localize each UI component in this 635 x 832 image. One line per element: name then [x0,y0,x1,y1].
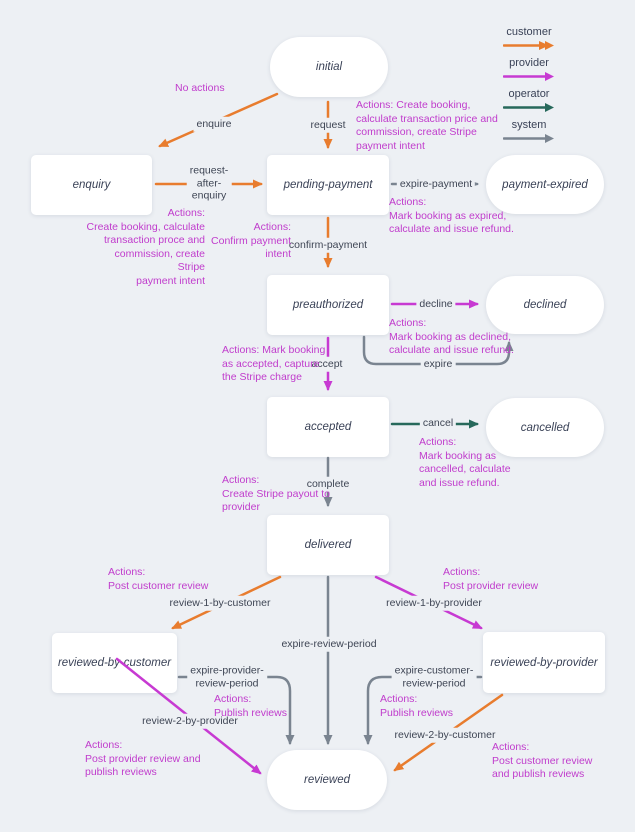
legend-item-provider: provider [503,57,555,82]
actions-review-2-by-provider: Actions: Post provider review and publis… [85,739,201,778]
arrow-expire-provider-review-period [177,675,295,745]
legend-item-system: system [503,119,555,144]
node-label: initial [315,61,343,73]
transition-accept: accept [308,356,346,372]
node-enquiry: enquiry [31,155,152,215]
actions-decline: Actions: Mark booking as declined, calcu… [389,317,514,356]
transition-cancel: cancel [419,415,457,431]
transition-complete: complete [303,476,353,492]
actions-no-actions: No actions [175,82,225,94]
operator-arrow-icon [503,103,554,112]
node-accepted: accepted [267,397,389,457]
actions-complete: Actions: Create Stripe payout to provide… [222,474,330,513]
node-label: payment-expired [502,178,588,191]
legend-label: customer [506,26,552,38]
transition-expire-review-period: expire-review-period [278,636,380,652]
node-pending-payment: pending-payment [267,155,389,215]
customer-arrow-icon [503,41,554,50]
transition-confirm-payment: confirm-payment [285,237,371,253]
transition-expire-provider-review-period: expire-provider- review-period [187,663,267,691]
transition-request-after-enquiry: request- after- enquiry [186,163,232,203]
node-label: preauthorized [292,299,364,311]
transition-request: request [307,117,349,133]
node-cancelled: cancelled [486,398,604,457]
legend-label: provider [509,57,549,69]
legend-label: system [511,119,547,131]
provider-arrow-icon [503,72,554,81]
transition-expire: expire [420,356,456,372]
actions-review-2-by-customer: Actions: Post customer review and publis… [492,741,593,780]
node-declined: declined [486,276,604,334]
legend-label: operator [508,88,550,100]
actions-cancel: Actions: Mark booking as cancelled, calc… [419,436,511,489]
transition-expire-payment: expire-payment [396,176,476,192]
actions-review-1-by-provider: Actions: Post provider review [443,566,539,592]
node-initial: initial [270,37,388,97]
actions-review-1-by-customer: Actions: Post customer review [108,566,209,592]
node-label: declined [523,299,567,311]
legend-item-operator: operator [503,88,555,113]
node-reviewed-by-provider: reviewed-by-provider [483,632,605,693]
transition-review-2-by-customer: review-2-by-customer [391,727,499,743]
node-payment-expired: payment-expired [486,155,604,214]
transition-review-1-by-customer: review-1-by-customer [166,595,274,611]
node-delivered: delivered [267,515,389,575]
node-reviewed: reviewed [267,750,387,810]
actions-confirm-payment: Actions: Confirm payment intent [211,221,291,260]
node-label: reviewed-by-customer [57,657,172,669]
system-arrow-icon [503,134,554,143]
actions-expire-provider-review-period: Actions: Publish reviews [214,693,287,719]
node-label: pending-payment [283,179,373,191]
arrow-expire-customer-review-period [363,675,483,745]
node-label: cancelled [520,421,570,434]
transition-enquire: enquire [193,116,235,132]
node-label: reviewed-by-provider [490,656,598,669]
transition-expire-customer-review-period: expire-customer- review-period [391,663,477,691]
legend-item-customer: customer [503,26,555,51]
actions-expire-customer-review-period: Actions: Publish reviews [380,693,453,719]
actions-expire-payment: Actions: Mark booking as expired, calcul… [389,196,514,235]
node-reviewed-by-customer: reviewed-by-customer [52,633,177,693]
node-label: enquiry [72,179,111,191]
legend: customer provider operator system [494,26,564,150]
node-label: delivered [304,539,352,551]
actions-request-after-enquiry: Actions: Create booking, calculate trans… [86,207,206,287]
actions-request: Actions: Create booking, calculate trans… [356,99,498,152]
actions-accept: Actions: Mark booking as accepted, captu… [222,344,326,383]
node-label: reviewed [303,774,351,786]
node-label: accepted [304,421,352,433]
transition-decline: decline [416,296,456,312]
transition-review-1-by-provider: review-1-by-provider [383,595,485,611]
transition-review-2-by-provider: review-2-by-provider [139,713,241,729]
node-preauthorized: preauthorized [267,275,389,335]
